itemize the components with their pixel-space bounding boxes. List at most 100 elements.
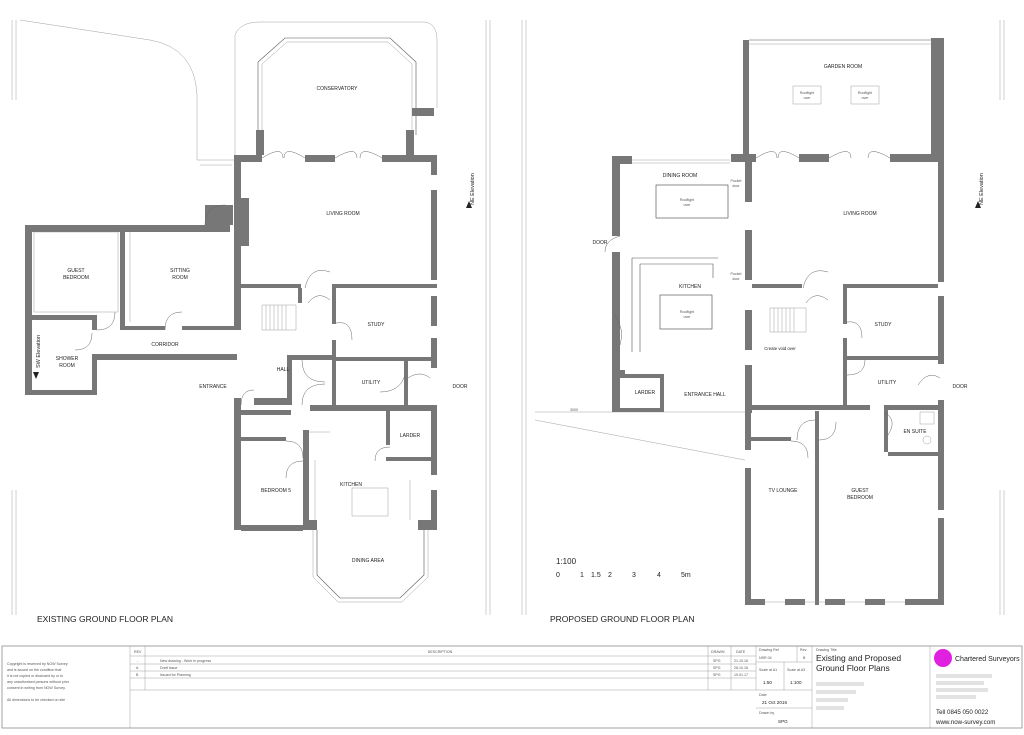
revision-date: 19.01.17	[734, 673, 748, 677]
copyright-line-1: Copyright is reserved by NOW Survey	[7, 662, 68, 666]
drawing-ref: NSR 04	[759, 656, 772, 660]
scale-tick-2: 2	[608, 572, 612, 579]
sw-elevation-marker: SW Elevation	[36, 335, 42, 368]
room-label-living-room-proposed: LIVING ROOM	[843, 211, 876, 217]
pocket-door-note-2: Pocket	[731, 272, 742, 276]
rooflight-over-3: over	[684, 203, 692, 207]
room-label-sitting-room: ROOM	[172, 275, 188, 281]
scale-bar: 1:100 0 1 1.5 2 3 4 5m	[556, 557, 691, 579]
room-label-shower: SHOWER	[56, 356, 79, 362]
room-label-utility: UTILITY	[362, 380, 381, 386]
room-label-entrance-hall: ENTRANCE HALL	[684, 392, 726, 398]
drawn-by-label: Drawn by	[759, 711, 774, 715]
room-label-utility-proposed: UTILITY	[878, 380, 897, 386]
company-tel: Tell 0845 050 0022	[936, 709, 989, 716]
scale-tick-3: 3	[632, 572, 636, 579]
revision-drawn: SPG	[713, 659, 721, 663]
revision-date: 28.10.16	[734, 666, 748, 670]
revision-description: New drawing - Work in progress	[160, 659, 211, 663]
room-label-garden-room: GARDEN ROOM	[824, 64, 862, 70]
room-label-study: STUDY	[368, 322, 386, 328]
dimensions-note: All dimensions to be checked on site	[7, 698, 65, 702]
copyright-line-2: and is issued on the condition that	[7, 668, 61, 672]
revision-rev: A	[136, 666, 139, 670]
revision-row: A Draft Issue SPG 28.10.16	[136, 666, 748, 670]
room-label-larder-proposed: LARDER	[635, 390, 656, 396]
room-label-dining-room: DINING ROOM	[663, 173, 697, 179]
room-label-bedroom-5: BEDROOM 5	[261, 488, 291, 494]
room-label-dining-area: DINING AREA	[352, 558, 385, 564]
proposed-plan: GARDEN ROOM Rooflight over Rooflight ove…	[521, 20, 1005, 624]
copyright-line-4: any unauthorised persons without prior	[7, 680, 70, 684]
scale-a3-label: Scale at A3	[787, 668, 805, 672]
scale-tick-0: 0	[556, 572, 560, 579]
room-label-sitting: SITTING	[170, 268, 190, 274]
room-label-study-proposed: STUDY	[875, 322, 893, 328]
ne-elevation-marker-proposed: NE Elevation	[979, 173, 985, 205]
scale-tick-5m: 5m	[681, 572, 691, 579]
room-label-guest-bedroom-proposed: BEDROOM	[847, 495, 873, 501]
header-rev: REV	[134, 650, 142, 654]
rooflight-note-3: Rooflight	[680, 198, 694, 202]
drawing-title-line-2: Ground Floor Plans	[816, 663, 890, 673]
scale-a1-label: Scale at A1	[759, 668, 777, 672]
company-website: www.now-survey.com	[935, 719, 995, 726]
copyright-line-3: it is not copied or disclosed by or to	[7, 674, 63, 678]
scale-tick-1: 1	[580, 572, 584, 579]
scale-tick-4: 4	[657, 572, 661, 579]
scale-a3-value: 1:100	[790, 680, 802, 685]
header-date: DATE	[736, 650, 746, 654]
room-label-kitchen: KITCHEN	[340, 482, 362, 488]
room-label-living-room: LIVING ROOM	[326, 211, 359, 217]
pocket-door-label-2: door	[732, 277, 740, 281]
date-label: Date	[759, 693, 767, 697]
rooflight-note-1: Rooflight	[800, 91, 814, 95]
company-logo-icon	[934, 649, 952, 667]
rev-value: B	[803, 656, 806, 660]
room-label-bedroom: BEDROOM	[63, 275, 89, 281]
rooflight-note-4: Rooflight	[680, 310, 694, 314]
existing-plan-title: EXISTING GROUND FLOOR PLAN	[37, 614, 173, 624]
room-label-corridor: CORRIDOR	[151, 342, 179, 348]
revision-description: Issued for Planning	[160, 673, 191, 677]
room-label-tv-lounge: TV LOUNGE	[769, 488, 799, 494]
room-label-kitchen-proposed: KITCHEN	[679, 284, 701, 290]
room-label-door-right: DOOR	[953, 384, 968, 390]
room-label-guest-proposed: GUEST	[851, 488, 868, 494]
room-label-guest: GUEST	[67, 268, 84, 274]
room-label-larder: LARDER	[400, 433, 421, 439]
drawn-by-value: SPG	[778, 719, 788, 724]
room-label-door: DOOR	[453, 384, 468, 390]
revision-rev: B	[136, 673, 139, 677]
dimension-note: 3000	[570, 408, 578, 412]
revision-description: Draft Issue	[160, 666, 177, 670]
date-value: 21 Oct 2016	[762, 700, 787, 705]
header-description: DESCRIPTION	[428, 650, 453, 654]
room-label-shower-room: ROOM	[59, 363, 75, 369]
scale-ratio: 1:100	[556, 557, 577, 566]
revision-drawn: SPG	[713, 666, 721, 670]
room-label-conservatory: CONSERVATORY	[317, 86, 359, 92]
drawing-title-line-1: Existing and Proposed	[816, 653, 901, 663]
ne-elevation-marker-existing: NE Elevation	[470, 173, 476, 205]
pocket-door-note-1: Pocket	[731, 179, 742, 183]
rooflight-over-1: over	[804, 96, 812, 100]
revision-drawn: SPG	[713, 673, 721, 677]
revision-date: 21.10.16	[734, 659, 748, 663]
revision-row: B Issued for Planning SPG 19.01.17	[136, 673, 748, 677]
revision-rev: -	[137, 659, 139, 663]
rooflight-over-2: over	[862, 96, 870, 100]
rev-label: Rev	[800, 648, 807, 652]
create-void-note: Create void over	[764, 346, 796, 351]
company-name: Chartered Surveyors	[955, 656, 1020, 663]
revision-row: - New drawing - Work in progress SPG 21.…	[137, 659, 748, 663]
room-label-door-left: DOOR	[593, 240, 608, 246]
scale-a1-value: 1:50	[763, 680, 772, 685]
title-block: Copyright is reserved by NOW Survey and …	[1, 645, 1023, 729]
room-label-en-suite: EN SUITE	[903, 429, 927, 435]
pocket-door-label-1: door	[732, 184, 740, 188]
header-drawn: DRAWN	[711, 650, 725, 654]
rooflight-note-2: Rooflight	[858, 91, 872, 95]
